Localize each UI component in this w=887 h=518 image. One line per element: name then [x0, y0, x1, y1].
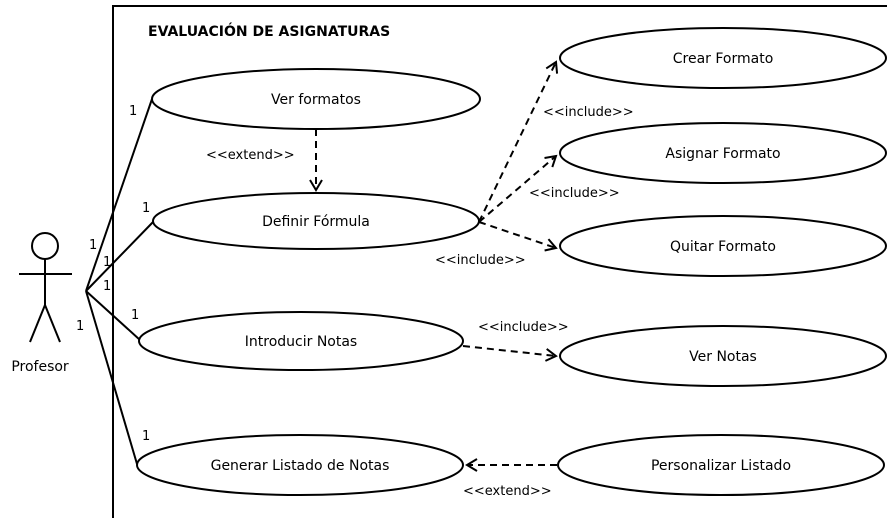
use-case-label: Ver formatos: [271, 92, 361, 108]
extend-label-ver-formatos: <<extend>>: [206, 148, 295, 163]
include-label-ver-notas: <<include>>: [478, 320, 569, 335]
use-case-label: Personalizar Listado: [651, 458, 791, 474]
system-title: EVALUACIÓN DE ASIGNATURAS: [148, 22, 390, 40]
dependencies: [309, 60, 559, 472]
system-boundary: [112, 5, 887, 518]
use-case-ver-notas[interactable]: Ver Notas: [559, 325, 887, 387]
association-ver-formatos: [85, 98, 153, 292]
include-arrow-ver-notas: [462, 345, 558, 362]
association-generar-listado: [85, 290, 138, 465]
association-introducir-notas: [85, 290, 141, 341]
include-label-quitar-formato: <<include>>: [435, 253, 526, 268]
include-arrow-asignar-formato: [478, 154, 558, 223]
include-arrow-quitar-formato: [478, 221, 558, 252]
actor-left-leg: [29, 304, 46, 343]
multiplicity-actor-2: 1: [103, 255, 111, 270]
use-case-crear-formato[interactable]: Crear Formato: [559, 27, 887, 89]
use-case-label: Definir Fórmula: [262, 214, 370, 230]
use-case-asignar-formato[interactable]: Asignar Formato: [559, 122, 887, 184]
multiplicity-introducir-notas: 1: [131, 308, 139, 323]
multiplicity-actor-1: 1: [89, 238, 97, 253]
multiplicity-definir-formula: 1: [142, 201, 150, 216]
include-arrow-crear-formato: [478, 60, 559, 223]
multiplicity-generar-listado: 1: [142, 429, 150, 444]
include-label-crear-formato: <<include>>: [543, 105, 634, 120]
use-case-label: Introducir Notas: [245, 334, 357, 350]
multiplicity-actor-3: 1: [103, 279, 111, 294]
extend-label-personalizar: <<extend>>: [463, 484, 552, 499]
use-case-generar-listado[interactable]: Generar Listado de Notas: [136, 434, 464, 496]
association-definir-formula: [85, 220, 155, 292]
actor-head: [31, 232, 59, 260]
actor-profesor[interactable]: [19, 232, 72, 343]
use-case-ver-formatos[interactable]: Ver formatos: [151, 68, 481, 130]
multiplicity-actor-4: 1: [76, 319, 84, 334]
use-case-quitar-formato[interactable]: Quitar Formato: [559, 215, 887, 277]
use-case-label: Generar Listado de Notas: [211, 458, 390, 474]
actor-label: Profesor: [11, 359, 69, 375]
use-case-introducir-notas[interactable]: Introducir Notas: [138, 311, 464, 371]
associations: [85, 98, 155, 465]
use-case-label: Asignar Formato: [665, 146, 780, 162]
use-case-label: Quitar Formato: [670, 239, 776, 255]
actor-right-leg: [44, 304, 61, 343]
use-case-personalizar-listado[interactable]: Personalizar Listado: [557, 434, 885, 496]
use-case-definir-formula[interactable]: Definir Fórmula: [152, 192, 480, 250]
use-case-label: Ver Notas: [689, 349, 757, 365]
use-case-label: Crear Formato: [673, 51, 774, 67]
include-label-asignar-formato: <<include>>: [529, 186, 620, 201]
multiplicity-ver-formatos: 1: [129, 104, 137, 119]
